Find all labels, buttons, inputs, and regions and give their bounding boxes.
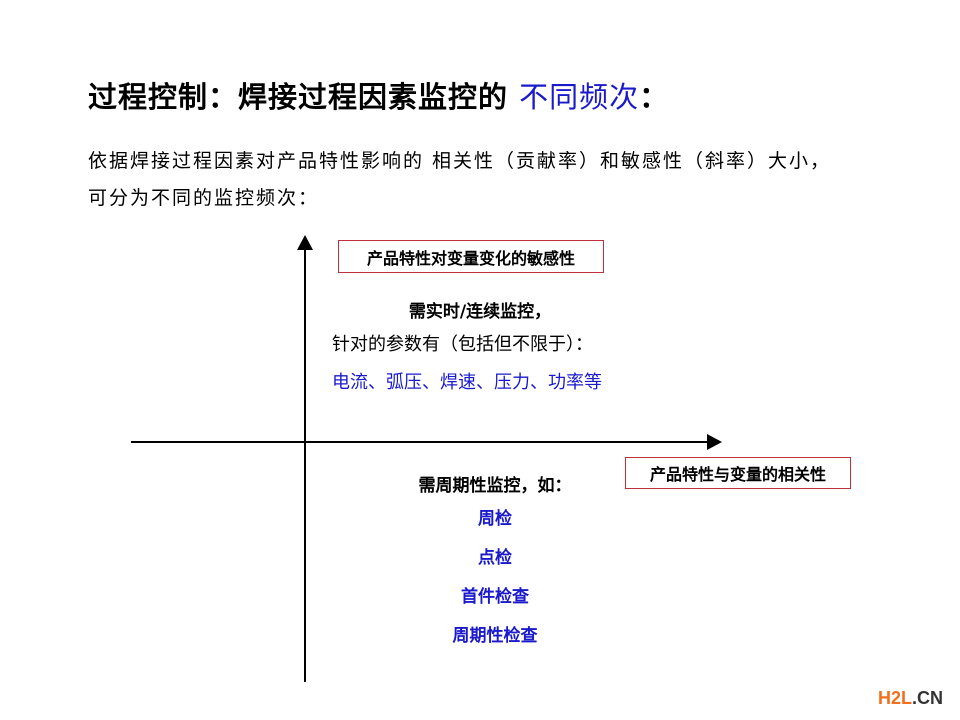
lower-item: 周期性检查 [452,626,538,646]
intro-line-2: 可分为不同的监控频次： [88,187,320,209]
y-axis-arrow-icon [297,235,313,250]
upper-subheading: 针对的参数有（包括但不限于）： [332,334,593,355]
title-suffix: ： [639,80,670,114]
y-axis-label-box: 产品特性对变量变化的敏感性 [338,240,604,273]
x-axis-label-box: 产品特性与变量的相关性 [625,457,851,489]
title-main: 过程控制：焊接过程因素监控的 [88,80,520,114]
title-accent: 不同频次 [519,80,640,114]
intro-line-1: 依据焊接过程因素对产品特性影响的 相关性（贡献率）和敏感性（斜率）大小， [88,150,832,172]
x-axis-label: 产品特性与变量的相关性 [649,465,826,484]
lower-item: 点检 [478,548,512,568]
page-title: 过程控制：焊接过程因素监控的 不同频次： [88,74,669,116]
x-axis-arrow-icon [707,434,722,450]
x-axis-line [131,441,709,443]
upper-quadrant: 需实时/连续监控， 针对的参数有（包括但不限于）： 电流、弧压、焊速、压力、功率… [320,298,660,402]
watermark-logo: H2L.CN [878,688,943,709]
upper-heading: 需实时/连续监控， [408,302,552,322]
y-axis-line [304,248,306,682]
y-axis-label: 产品特性对变量变化的敏感性 [366,248,575,268]
lower-item: 首件检查 [461,587,529,607]
upper-params: 电流、弧压、焊速、压力、功率等 [332,372,602,393]
intro-text: 依据焊接过程因素对产品特性影响的 相关性（贡献率）和敏感性（斜率）大小， 可分为… [88,143,831,217]
lower-item: 周检 [478,509,512,529]
logo-part-2: .CN [912,688,944,708]
logo-part-1: H2L [878,688,913,708]
lower-heading: 需周期性监控，如： [418,476,572,496]
lower-quadrant: 需周期性监控，如： 周检 点检 首件检查 周期性检查 [380,472,610,656]
